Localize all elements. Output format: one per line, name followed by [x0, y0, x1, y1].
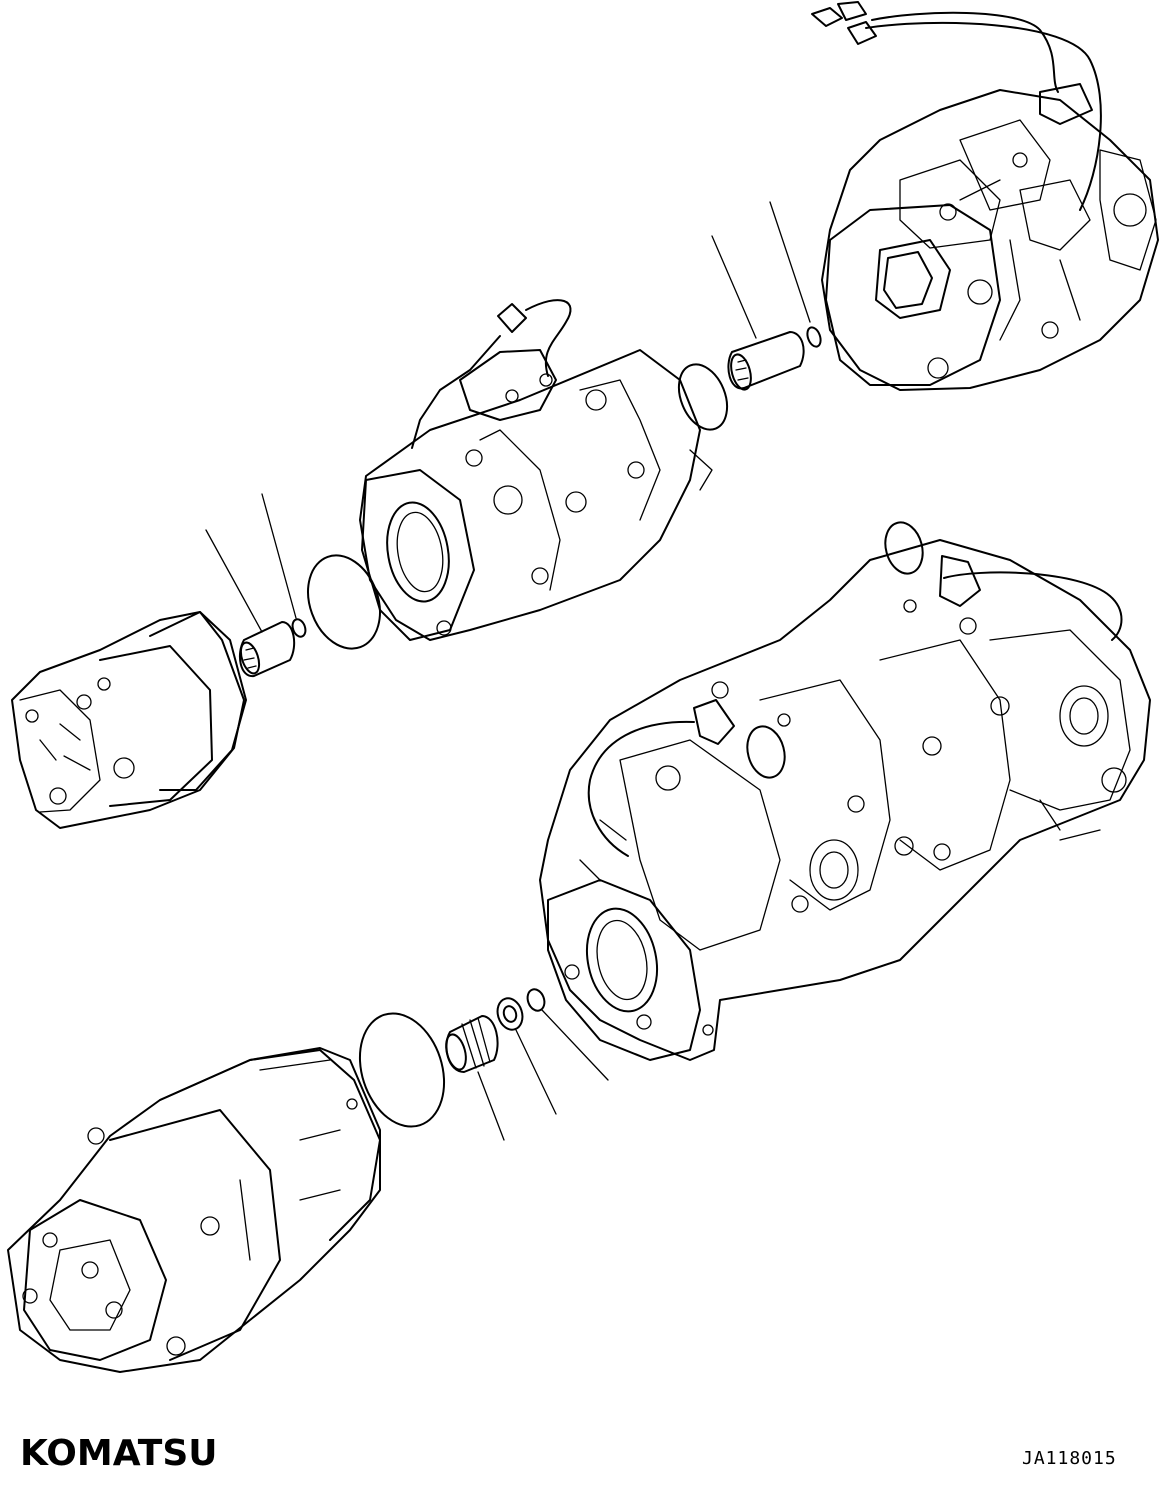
leader-line: [769, 201, 811, 323]
pump-assembly-top-right: [811, 1, 1159, 391]
coupling-lower: [445, 1015, 499, 1073]
pump-assembly-lower: [539, 521, 1151, 1061]
coupling-upper: [727, 331, 805, 391]
snap-ring-upper: [806, 326, 822, 348]
leader-line: [205, 529, 263, 633]
leader-line: [477, 1071, 505, 1141]
o-ring-lower: [358, 1012, 446, 1128]
gear-pump-lower-left: [7, 1047, 381, 1373]
leader-line: [541, 1009, 609, 1081]
o-ring-upper-middle: [307, 554, 381, 650]
leader-line: [261, 493, 297, 619]
komatsu-logo: KOMATSU: [20, 1433, 218, 1474]
snap-ring-upper-left: [291, 618, 307, 638]
o-ring-upper-right: [677, 363, 729, 431]
spacer-lower: [496, 997, 524, 1031]
pump-assembly-upper-middle: [359, 299, 713, 641]
gear-pump-upper-left: [11, 611, 247, 829]
leader-line: [515, 1029, 557, 1115]
leader-line: [711, 235, 757, 339]
snap-ring-lower: [526, 988, 546, 1012]
drawing-code: JA118015: [1022, 1448, 1117, 1469]
coupling-upper-left: [238, 621, 296, 678]
